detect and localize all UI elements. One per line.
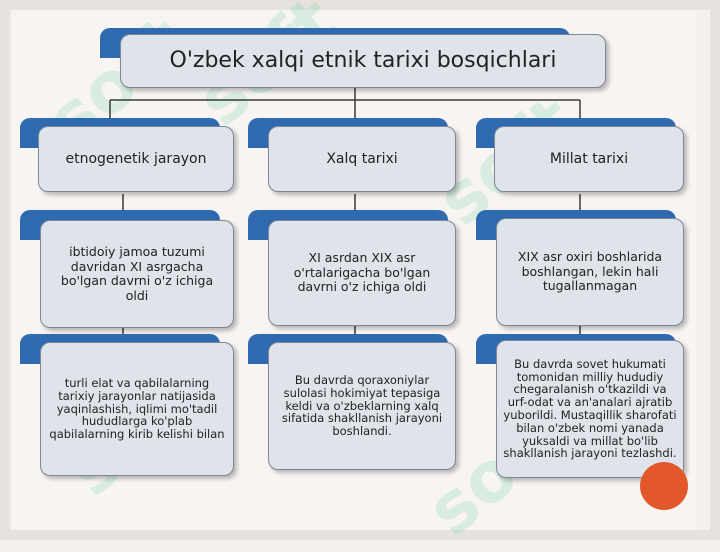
column-heading: Millat tarixi (549, 151, 629, 167)
title-text: O'zbek xalqi etnik tarixi bosqichlari (169, 48, 557, 73)
period-description: ibtidoiy jamoa tuzumi davridan XI asrgac… (60, 244, 214, 303)
period-details: Bu davrda sovet hukumati tomonidan milli… (503, 356, 677, 461)
column-heading-box: etnogenetik jarayon (38, 126, 234, 192)
accent-circle (640, 462, 688, 510)
period-description: XI asrdan XIX asr o'rtalarigacha bo'lgan… (293, 250, 431, 295)
column-heading: etnogenetik jarayon (65, 151, 207, 167)
period-details-box: Bu davrda sovet hukumati tomonidan milli… (496, 340, 684, 478)
period-description-box: XIX asr oxiri boshlarida boshlangan, lek… (496, 218, 684, 326)
column-heading-box: Xalq tarixi (268, 126, 456, 192)
slide-frame (0, 0, 720, 540)
column-heading-box: Millat tarixi (494, 126, 684, 192)
diagram-title: O'zbek xalqi etnik tarixi bosqichlari (120, 34, 606, 88)
column-heading: Xalq tarixi (326, 151, 398, 167)
period-details: Bu davrda qoraxoniylar sulolasi hokimiya… (281, 373, 443, 439)
period-details-box: turli elat va qabilalarning tarixiy jara… (40, 342, 234, 476)
period-description: XIX asr oxiri boshlarida boshlangan, lek… (517, 249, 663, 294)
period-description-box: XI asrdan XIX asr o'rtalarigacha bo'lgan… (268, 220, 456, 326)
period-description-box: ibtidoiy jamoa tuzumi davridan XI asrgac… (40, 220, 234, 328)
period-details-box: Bu davrda qoraxoniylar sulolasi hokimiya… (268, 342, 456, 470)
period-details: turli elat va qabilalarning tarixiy jara… (49, 376, 225, 442)
